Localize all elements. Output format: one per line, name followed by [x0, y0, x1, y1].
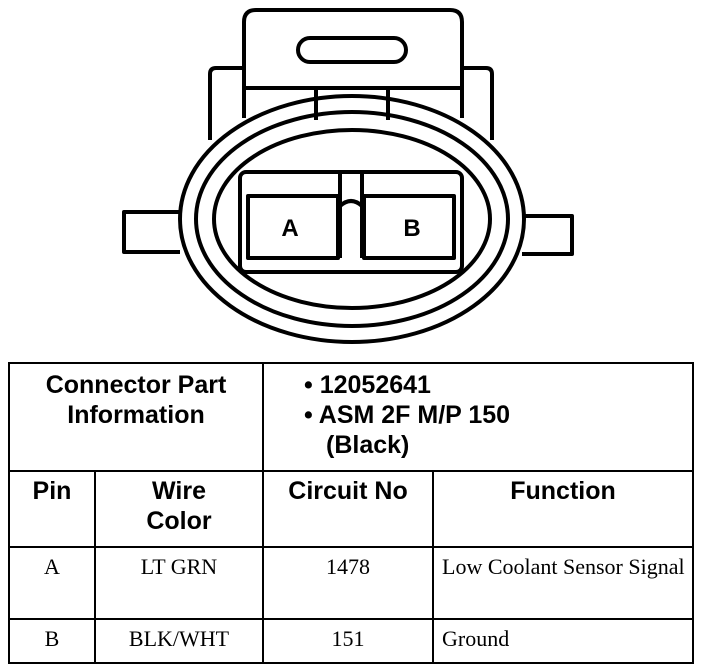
connector-info-table: Connector Part Information • 12052641 • … [8, 362, 694, 664]
connector-outer-shell [178, 94, 526, 344]
header-circuit: Circuit No [262, 470, 434, 548]
header-wire-color: Wire Color [94, 470, 264, 548]
part-description: • ASM 2F M/P 150 [304, 401, 511, 429]
connector-inner-shell [212, 128, 492, 310]
connector-left-ear [122, 210, 180, 254]
row-a-circuit: 1478 [262, 546, 434, 620]
pin-label-a: A [281, 215, 298, 242]
header-pin: Pin [8, 470, 96, 548]
row-b-circuit: 151 [262, 618, 434, 664]
row-a-wire-color: LT GRN [94, 546, 264, 620]
connector-right-shoulder [462, 66, 494, 140]
row-a-function: Low Coolant Sensor Signal [432, 546, 694, 620]
row-b-pin: B [8, 618, 96, 664]
part-info-row: Connector Part Information • 12052641 • … [8, 362, 694, 472]
pin-cavity-frame [238, 170, 464, 274]
part-number: • 12052641 [304, 371, 431, 399]
connector-latch-slot [296, 36, 408, 64]
header-function: Function [432, 470, 694, 548]
row-b-function: Ground [432, 618, 694, 664]
connector-right-ear [522, 214, 574, 256]
row-a-pin: A [8, 546, 96, 620]
part-info-label-cell: Connector Part Information [8, 362, 264, 472]
connector-top-tab [242, 8, 464, 118]
table-row: B BLK/WHT 151 Ground [8, 618, 694, 664]
row-b-wire-color: BLK/WHT [94, 618, 264, 664]
connector-stem [244, 86, 462, 120]
part-color: (Black) [326, 431, 410, 459]
connector-left-shoulder [208, 66, 244, 140]
part-info-label-line1: Connector Part [45, 371, 227, 399]
pin-label-b: B [403, 215, 420, 242]
header-row: Pin Wire Color Circuit No Function [8, 470, 694, 548]
part-info-label-line2: Information [67, 401, 205, 429]
connector-key [338, 172, 364, 258]
connector-middle-shell [194, 110, 510, 328]
connector-diagram: A B [122, 8, 574, 344]
part-info-values-cell: • 12052641 • ASM 2F M/P 150 (Black) [262, 362, 694, 472]
table-row: A LT GRN 1478 Low Coolant Sensor Signal [8, 546, 694, 620]
